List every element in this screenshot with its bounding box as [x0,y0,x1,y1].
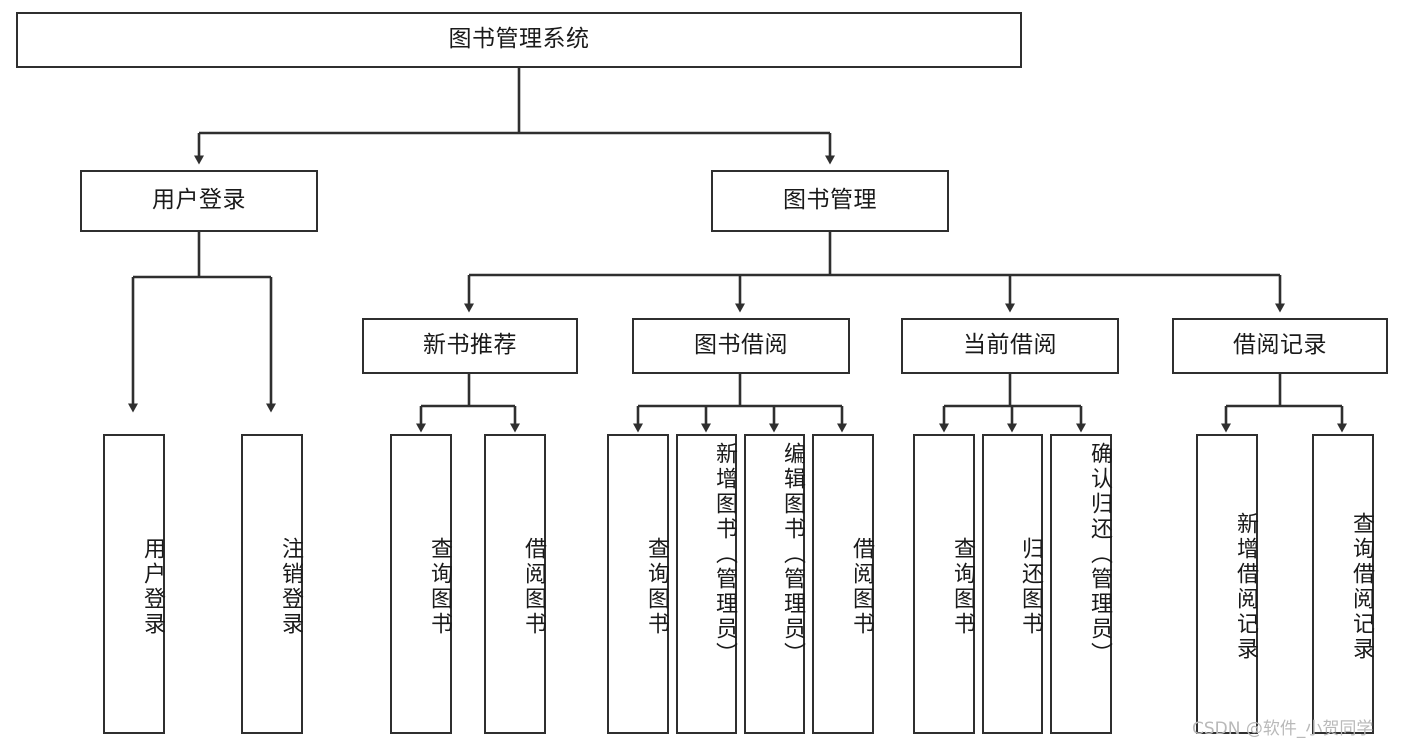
leaf-current-return-book[interactable]: 归还图书 [982,434,1043,734]
node-book-management[interactable]: 图书管理 [711,170,949,232]
node-label: 确认归还（管理员） [1087,442,1112,667]
node-label: 查询图书 [427,537,452,637]
node-label: 新增借阅记录 [1233,512,1258,662]
node-label: 查询借阅记录 [1349,512,1374,662]
leaf-borrow-add-book[interactable]: 新增图书（管理员） [676,434,737,734]
node-label: 编辑图书（管理员） [780,442,805,667]
leaf-borrow-borrow-book[interactable]: 借阅图书 [812,434,874,734]
node-root-system[interactable]: 图书管理系统 [16,12,1022,68]
node-label: 新增图书（管理员） [712,442,737,667]
leaf-recommend-query-book[interactable]: 查询图书 [390,434,452,734]
node-user-login[interactable]: 用户登录 [80,170,318,232]
node-label: 查询图书 [644,537,669,637]
leaf-current-confirm-return[interactable]: 确认归还（管理员） [1050,434,1112,734]
leaf-user-login-signout[interactable]: 注销登录 [241,434,303,734]
node-label: 借阅记录 [1233,332,1327,359]
leaf-record-add-record[interactable]: 新增借阅记录 [1196,434,1258,734]
node-borrow-record[interactable]: 借阅记录 [1172,318,1388,374]
node-book-borrow[interactable]: 图书借阅 [632,318,850,374]
node-label: 图书管理 [783,187,877,214]
node-label: 注销登录 [278,537,303,637]
leaf-borrow-edit-book[interactable]: 编辑图书（管理员） [744,434,805,734]
node-label: 查询图书 [950,537,975,637]
node-label: 借阅图书 [849,537,874,637]
leaf-borrow-query-book[interactable]: 查询图书 [607,434,669,734]
node-label: 归还图书 [1018,537,1043,637]
node-label: 借阅图书 [521,537,546,637]
node-new-book-recommend[interactable]: 新书推荐 [362,318,578,374]
node-label: 用户登录 [140,537,165,637]
leaf-recommend-borrow-book[interactable]: 借阅图书 [484,434,546,734]
leaf-record-query-record[interactable]: 查询借阅记录 [1312,434,1374,734]
node-label: 新书推荐 [423,332,517,359]
leaf-user-login-signin[interactable]: 用户登录 [103,434,165,734]
watermark: CSDN @软件_小贺同学 [1192,719,1374,739]
node-label: 图书借阅 [694,332,788,359]
node-label: 图书管理系统 [448,26,590,53]
node-label: 用户登录 [152,187,246,214]
node-label: 当前借阅 [963,332,1057,359]
node-current-borrow[interactable]: 当前借阅 [901,318,1119,374]
leaf-current-query-book[interactable]: 查询图书 [913,434,975,734]
